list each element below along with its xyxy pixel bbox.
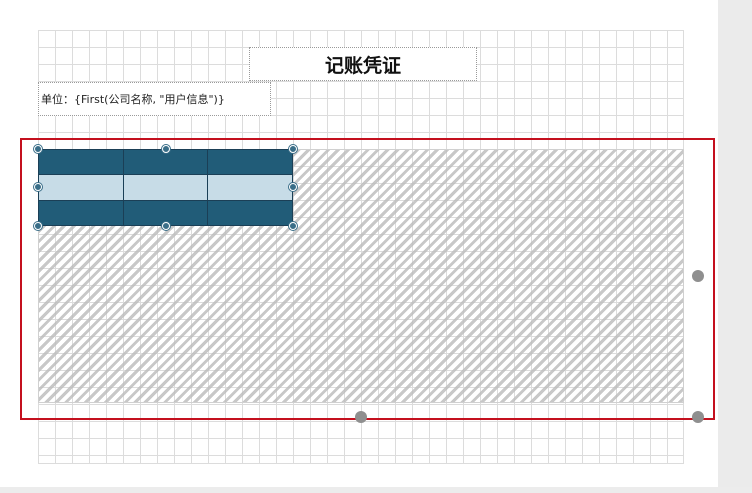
table-cell[interactable] [122, 174, 209, 201]
table-cell[interactable] [38, 199, 124, 227]
table-cell[interactable] [38, 148, 124, 176]
table-resize-handle-bottom-right[interactable] [289, 222, 297, 230]
report-title: 记账凭证 [324, 54, 401, 77]
table-resize-handle-top-middle[interactable] [162, 145, 170, 153]
table-cell[interactable] [38, 174, 124, 201]
table-row-footer[interactable] [38, 199, 293, 227]
table-resize-handle-top-right[interactable] [289, 145, 297, 153]
report-table[interactable] [38, 148, 293, 227]
canvas-bottom-gutter [0, 487, 752, 493]
canvas-gutter [718, 0, 752, 493]
report-page[interactable]: 记账凭证 单位：{First(公司名称, "用户信息")} [0, 0, 718, 487]
table-resize-handle-top-left[interactable] [34, 145, 42, 153]
table-cell[interactable] [207, 148, 293, 176]
table-resize-handle-middle-left[interactable] [34, 183, 42, 191]
region-resize-handle-bottom[interactable] [355, 411, 367, 423]
table-row-header[interactable] [38, 148, 293, 176]
table-cell[interactable] [207, 199, 293, 227]
unit-expression: 单位：{First(公司名称, "用户信息")} [41, 93, 225, 106]
title-textbox[interactable]: 记账凭证 [249, 47, 477, 81]
unit-textbox[interactable]: 单位：{First(公司名称, "用户信息")} [38, 82, 271, 116]
region-resize-handle-corner[interactable] [692, 411, 704, 423]
table-resize-handle-bottom-left[interactable] [34, 222, 42, 230]
selected-region-frame[interactable] [20, 138, 715, 420]
table-cell[interactable] [122, 199, 209, 227]
table-resize-handle-middle-right[interactable] [289, 183, 297, 191]
table-resize-handle-bottom-middle[interactable] [162, 222, 170, 230]
table-cell[interactable] [207, 174, 293, 201]
region-resize-handle-right[interactable] [692, 270, 704, 282]
table-row-detail[interactable] [38, 174, 293, 201]
